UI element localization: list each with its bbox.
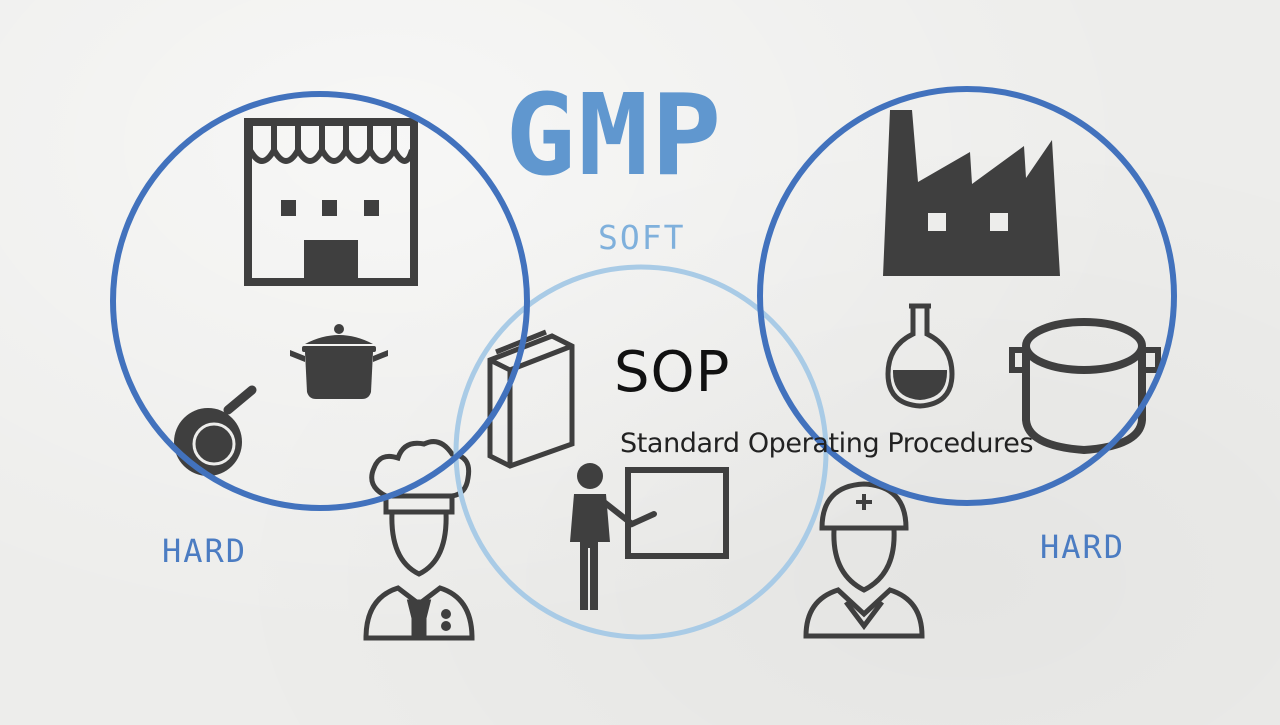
store-icon <box>244 118 418 286</box>
frying-pan-icon <box>174 385 257 476</box>
sop-full-name: Standard Operating Procedures <box>620 428 1034 459</box>
hard-circle-right <box>757 86 1177 506</box>
presenter-icon <box>570 463 729 610</box>
soft-circle <box>453 264 829 640</box>
cooking-pot-icon <box>290 324 388 399</box>
factory-icon <box>883 110 1060 276</box>
sop-label: SOP <box>614 340 731 405</box>
hard-label-right: HARD <box>1040 528 1126 566</box>
soft-label: SOFT <box>598 218 686 257</box>
worker-icon <box>803 481 925 639</box>
chef-icon <box>363 439 475 641</box>
diagram-title: GMP <box>505 71 724 201</box>
pressure-cooker-icon <box>1009 318 1161 455</box>
hard-circle-left <box>110 91 530 511</box>
hard-label-left: HARD <box>162 532 248 570</box>
flask-icon <box>885 303 955 409</box>
